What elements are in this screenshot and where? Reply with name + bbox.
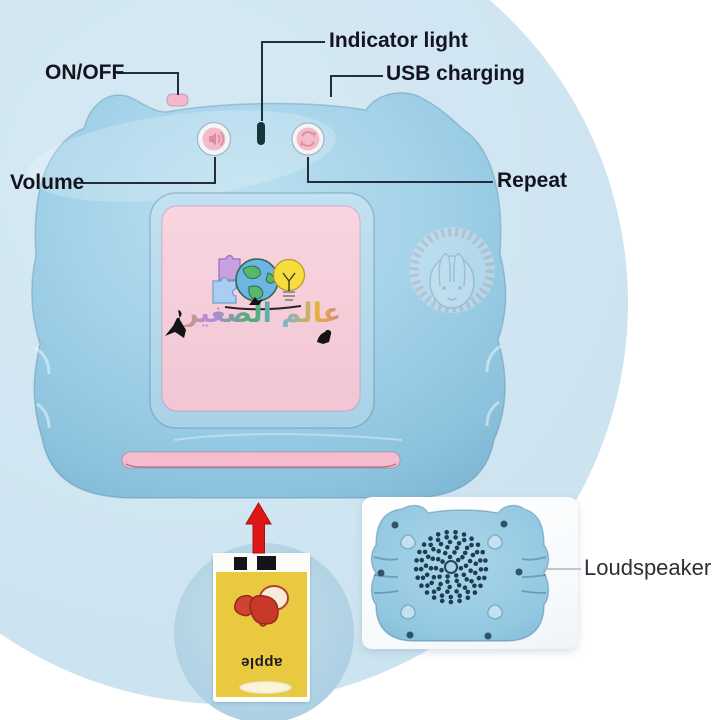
device-back <box>370 504 550 642</box>
screen-logo-text: عالم الصغير <box>170 300 354 327</box>
card-word: apple <box>240 654 283 671</box>
volume-button <box>196 121 232 157</box>
flashcard-apple: apple <box>213 553 310 702</box>
device-back-outline <box>370 504 550 642</box>
rabbit-watermark <box>409 227 495 313</box>
repeat-label: Repeat <box>497 169 568 192</box>
card-contact-mark <box>257 556 276 570</box>
onoff-label: ON/OFF <box>45 61 125 84</box>
indicator-light-slot <box>257 122 265 145</box>
loudspeaker-label: Loudspeaker <box>584 555 712 580</box>
loudspeaker-inset-panel <box>362 497 578 649</box>
bird-silhouette <box>249 297 263 305</box>
card-contact-strip <box>213 553 310 572</box>
volume-speaker-icon <box>209 131 225 147</box>
logo-ground-line <box>224 305 302 311</box>
side-ridges <box>34 344 502 429</box>
whisker-lines <box>373 556 547 594</box>
front-seam <box>173 433 403 441</box>
speaker-grille <box>413 530 489 605</box>
lightbulb-icon <box>272 258 306 301</box>
repeat-arrows-icon <box>299 131 317 147</box>
loop-bumps <box>400 534 503 620</box>
card-contact-mark <box>234 557 247 570</box>
child-silhouette-left <box>165 310 186 338</box>
card-slot <box>121 451 401 469</box>
volume-label: Volume <box>10 171 85 194</box>
screws <box>377 520 523 640</box>
usb-label: USB charging <box>386 62 525 85</box>
power-switch-nub <box>166 93 189 107</box>
repeat-button <box>291 122 325 156</box>
apple-illustration <box>233 585 289 627</box>
screen-logo-art <box>212 254 306 311</box>
puzzle-piece-blue <box>212 276 237 304</box>
card-brand-oval <box>239 681 292 694</box>
child-silhouette-right <box>317 329 332 344</box>
indicator-label: Indicator light <box>329 29 468 52</box>
